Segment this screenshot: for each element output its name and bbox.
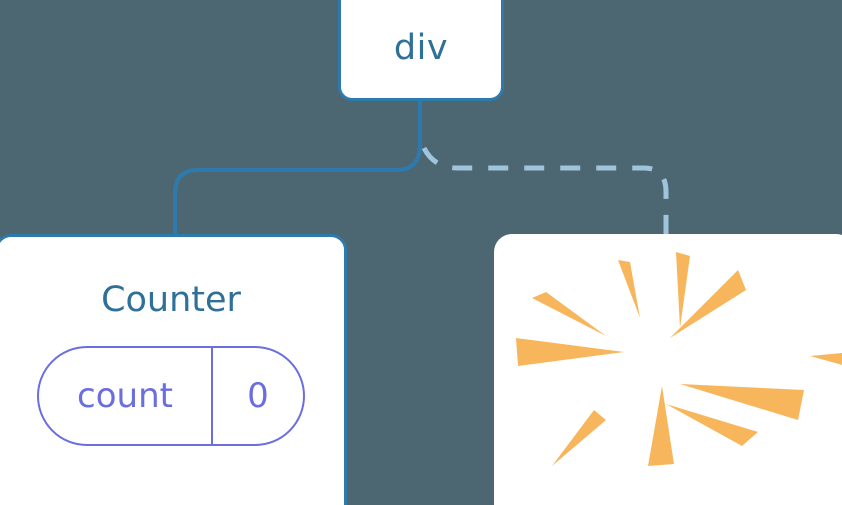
edge-div-counter xyxy=(173,99,422,240)
sparkle-burst-icon xyxy=(516,252,842,466)
prop-key: count xyxy=(77,376,173,416)
node-counter-label: Counter xyxy=(101,280,241,320)
prop-pill-count[interactable]: count 0 xyxy=(37,346,305,446)
edge-div-sparkle xyxy=(421,146,669,238)
node-div-label: div xyxy=(393,28,449,68)
node-sparkle[interactable] xyxy=(494,234,842,505)
node-div[interactable]: div xyxy=(338,0,504,101)
prop-divider xyxy=(211,348,213,444)
node-counter[interactable]: Counter count 0 xyxy=(0,234,347,505)
prop-value: 0 xyxy=(247,376,269,416)
